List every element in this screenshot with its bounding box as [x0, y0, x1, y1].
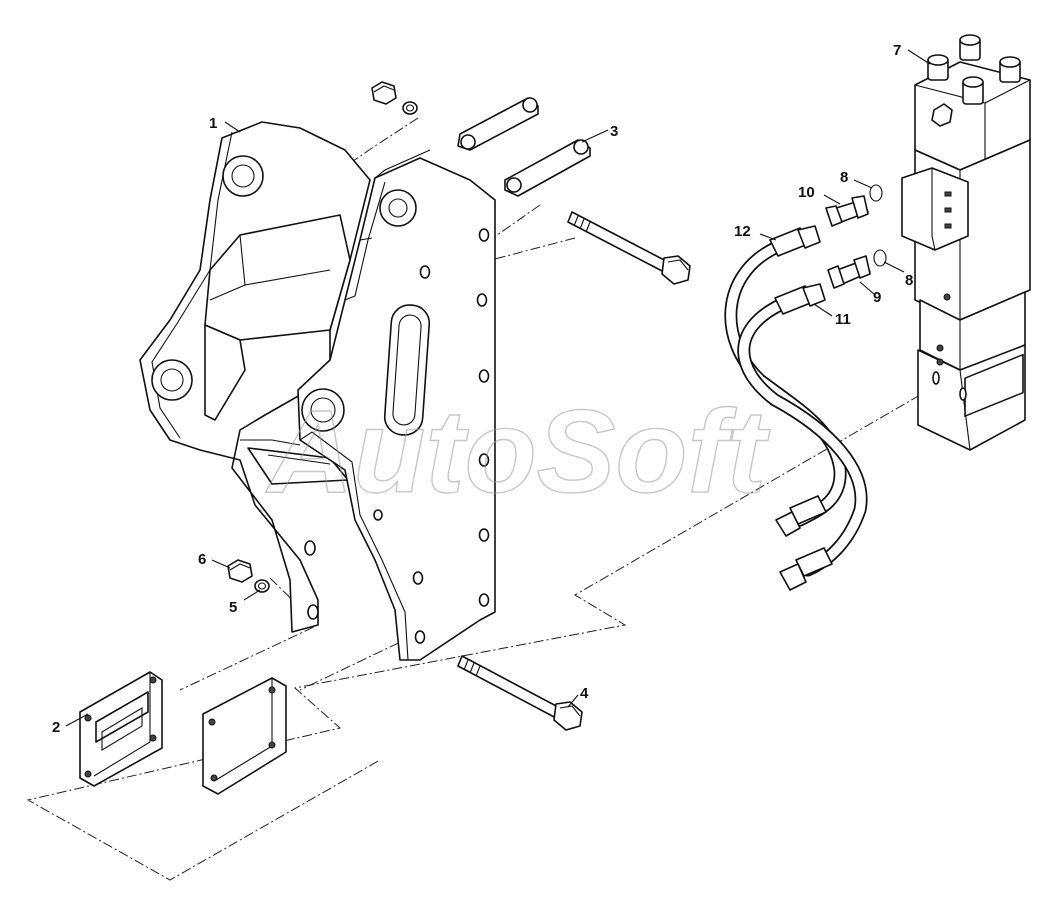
callout-5: 5 [229, 599, 237, 616]
callout-4: 4 [580, 685, 589, 702]
callout-1: 1 [209, 115, 217, 132]
adapter-fitting-lower [827, 249, 887, 289]
upper-bolt [567, 211, 691, 285]
callout-12: 12 [734, 223, 751, 240]
upper-nut [371, 81, 418, 115]
link-plates [457, 97, 591, 197]
callout-8-upper: 8 [840, 169, 848, 186]
callouts: 1 2 3 4 5 6 7 8 8 9 10 11 12 [52, 42, 931, 736]
valve-top-fittings [927, 34, 1021, 105]
mounting-bracket [139, 121, 371, 633]
callout-3: 3 [610, 123, 618, 140]
callout-6: 6 [198, 551, 206, 568]
adapter-fitting-upper [825, 184, 883, 227]
hoses [724, 225, 868, 591]
watermark: AutoSoft [265, 386, 771, 518]
shim-plate-h [79, 671, 163, 787]
callout-11: 11 [835, 311, 851, 328]
lower-nut [227, 559, 270, 593]
callout-2: 2 [52, 719, 60, 736]
callout-7: 7 [893, 42, 901, 59]
lower-bolt [457, 655, 583, 731]
bracket-front-plate [297, 149, 496, 661]
callout-8-lower: 8 [905, 272, 913, 289]
shim-plate-solid [202, 677, 287, 795]
callout-9: 9 [873, 289, 881, 306]
callout-10: 10 [798, 184, 815, 201]
valve-block [901, 34, 1031, 451]
